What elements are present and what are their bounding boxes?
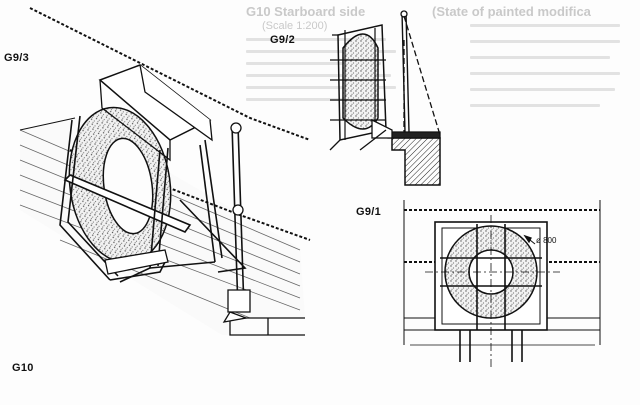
bleed-heading-left: G10 Starboard side [246,4,366,19]
bleed-line [246,98,386,101]
side-ring [342,33,379,130]
diameter-label: ø 800 [536,236,557,245]
stanchion-foot [227,289,251,313]
stanchion-post [231,124,245,311]
front-view [403,200,601,368]
side-brace [403,15,441,136]
bleed-line [470,24,620,27]
side-view [329,10,441,186]
bleed-line [470,104,600,107]
bleed-subheading: (Scale 1:200) [262,20,328,32]
bleed-line [246,86,396,89]
label-g9-2: G9/2 [270,34,296,46]
bleed-heading-right: (State of painted modifica [432,4,591,19]
bracket-bars [59,115,247,283]
bleed-line [470,56,610,59]
bleed-line [470,72,620,75]
label-g9-1: G9/1 [356,206,382,218]
bleed-line [246,38,386,41]
bleed-line [246,74,391,77]
perspective-view [19,7,311,336]
label-g10: G10 [12,362,34,374]
deck-edge [229,317,305,336]
deck-side-edge [19,117,76,131]
upper-rail-chain [29,7,311,141]
bleed-line [246,50,396,53]
bleed-line [470,40,620,43]
bracket-base [104,249,169,275]
label-g9-3: G9/3 [4,52,30,64]
bleed-line [246,62,381,65]
bleed-line [470,88,615,91]
hull-section [391,137,441,186]
